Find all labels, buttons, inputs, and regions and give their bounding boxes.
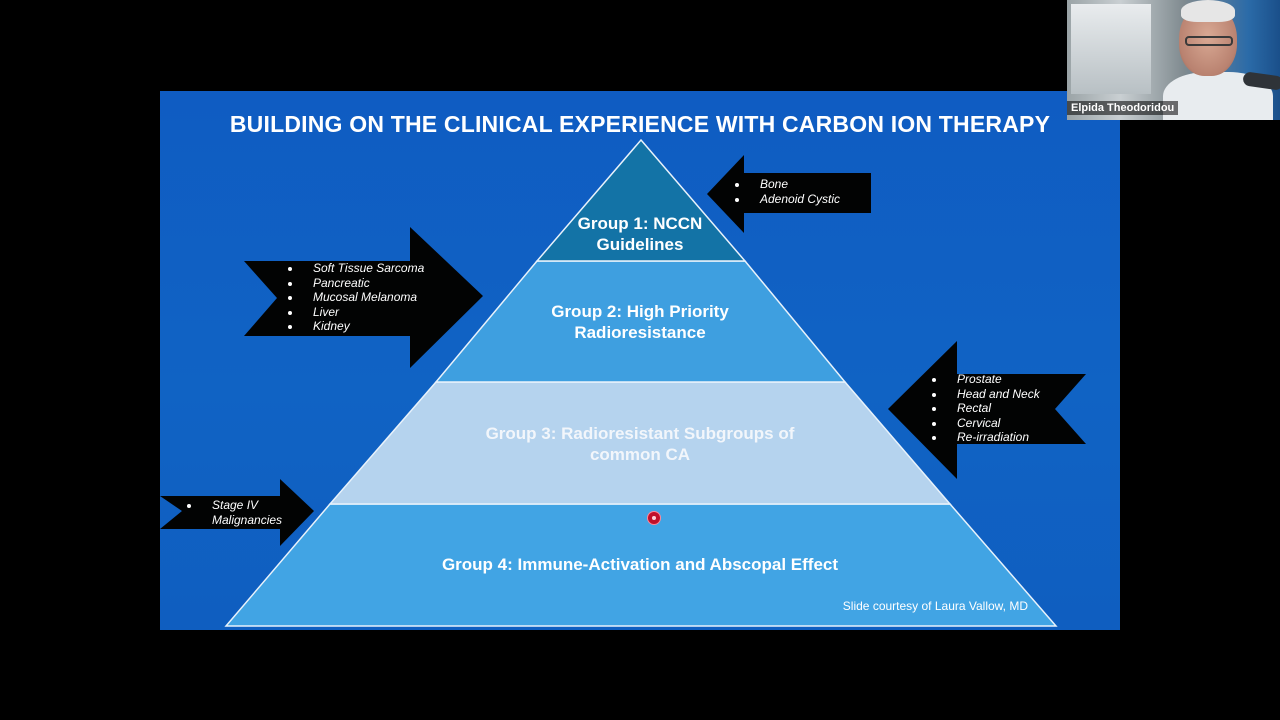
arrow-tier-1-pointer xyxy=(707,155,871,233)
list-item: Soft Tissue Sarcoma xyxy=(285,261,424,276)
arrow-tier-2-pointer xyxy=(244,227,483,368)
tier-1-line-2: Guidelines xyxy=(596,235,684,254)
list-item: Rectal xyxy=(929,401,1040,416)
background-window xyxy=(1071,4,1151,94)
list-item: Kidney xyxy=(285,319,424,334)
arrow-tier-1-list: Bone Adenoid Cystic xyxy=(732,177,840,206)
participant-video-tile[interactable] xyxy=(1067,0,1280,120)
arrow-tier-3-list: Prostate Head and Neck Rectal Cervical R… xyxy=(929,372,1040,445)
tier-2-line-1: Group 2: High Priority xyxy=(551,302,729,321)
pyramid-tier-3-label: Group 3: Radioresistant Subgroups of com… xyxy=(420,423,860,465)
pyramid-tier-1 xyxy=(535,138,747,262)
tier-4-line-1: Group 4: Immune-Activation and Abscopal … xyxy=(441,555,839,574)
list-item: Stage IV xyxy=(184,498,282,513)
participant-name-label: Elpida Theodoridou xyxy=(1067,101,1179,115)
glasses-icon xyxy=(1185,36,1233,46)
arrow-tier-4-list: Stage IV Malignancies xyxy=(184,498,282,527)
pyramid-tier-2-label: Group 2: High Priority Radioresistance xyxy=(490,301,790,343)
tier-2-line-2: Radioresistance xyxy=(574,323,706,342)
list-item: Adenoid Cystic xyxy=(732,192,840,207)
list-item: Malignancies xyxy=(212,512,283,527)
list-item: Bone xyxy=(732,177,840,192)
list-item: Mucosal Melanoma xyxy=(285,290,424,305)
pyramid-diagram xyxy=(160,138,1086,627)
list-item: Re-irradiation xyxy=(929,430,1040,445)
list-item: Head and Neck xyxy=(929,387,1040,402)
arrow-tier-2-list: Soft Tissue Sarcoma Pancreatic Mucosal M… xyxy=(285,261,424,334)
participant-hair xyxy=(1181,0,1235,22)
list-item: Pancreatic xyxy=(285,276,424,291)
tier-3-line-2: common CA xyxy=(589,445,691,464)
arrow-tier-4-pointer xyxy=(160,479,314,546)
laser-pointer-icon xyxy=(648,512,660,524)
list-item: Prostate xyxy=(929,372,1040,387)
pyramid-tier-4-label: Group 4: Immune-Activation and Abscopal … xyxy=(340,554,940,575)
list-item: Cervical xyxy=(929,416,1040,431)
tier-1-line-1: Group 1: NCCN xyxy=(577,214,703,233)
arrow-tier-3-pointer xyxy=(888,341,1086,479)
slide-title: BUILDING ON THE CLINICAL EXPERIENCE WITH… xyxy=(229,111,1051,137)
slide-credit: Slide courtesy of Laura Vallow, MD xyxy=(842,599,1028,613)
pyramid-tier-1-label: Group 1: NCCN Guidelines xyxy=(540,213,740,255)
presentation-slide: BUILDING ON THE CLINICAL EXPERIENCE WITH… xyxy=(160,91,1120,630)
list-item: Liver xyxy=(285,305,424,320)
tier-3-line-1: Group 3: Radioresistant Subgroups of xyxy=(485,424,795,443)
